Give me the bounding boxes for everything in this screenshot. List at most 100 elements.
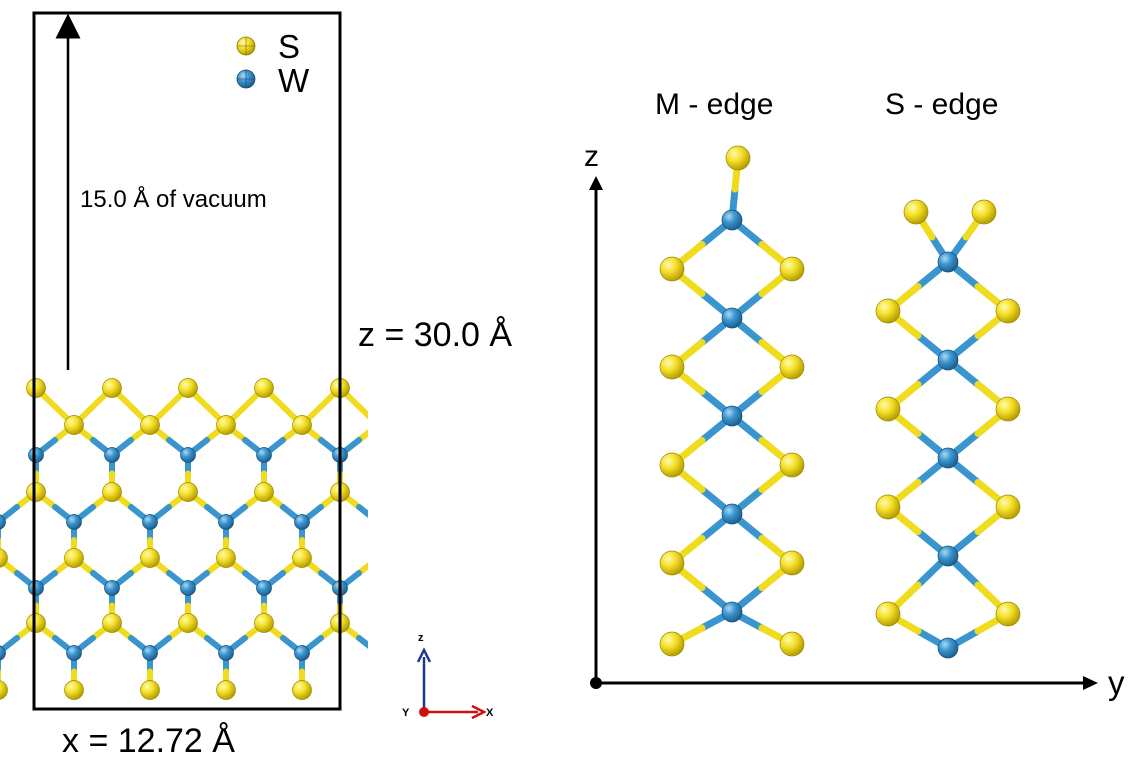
mini-axis-x-label: X bbox=[486, 707, 494, 719]
tungsten-atom bbox=[66, 645, 82, 661]
ws2-slab-structure bbox=[0, 378, 388, 700]
tungsten-atom bbox=[937, 251, 959, 273]
tungsten-atom bbox=[371, 515, 386, 530]
sulfur-atom bbox=[292, 548, 312, 568]
sulfur-atom bbox=[971, 199, 997, 225]
sulfur-atom bbox=[26, 613, 46, 633]
tungsten-atom bbox=[104, 447, 120, 463]
tungsten-atom bbox=[0, 514, 6, 530]
sulfur-atom bbox=[875, 494, 901, 520]
sulfur-atom bbox=[0, 680, 8, 700]
tungsten-atom bbox=[0, 645, 6, 661]
tungsten-atom bbox=[721, 601, 743, 623]
axis-y-label: y bbox=[1108, 664, 1125, 701]
tungsten-atom bbox=[256, 580, 272, 596]
sulfur-atom bbox=[178, 613, 198, 633]
axis-z-label: z bbox=[584, 140, 599, 173]
tungsten-atom bbox=[721, 307, 743, 329]
sulfur-atom bbox=[659, 631, 685, 657]
sulfur-atom bbox=[292, 680, 312, 700]
sulfur-atom bbox=[102, 482, 122, 502]
sulfur-atom bbox=[659, 452, 685, 478]
slab-bond bbox=[356, 504, 368, 518]
legend-symbols bbox=[236, 36, 256, 89]
tungsten-atom bbox=[104, 580, 120, 596]
sulfur-atom bbox=[254, 378, 274, 398]
sulfur-atom bbox=[659, 354, 685, 380]
slab-bond bbox=[356, 403, 368, 420]
cell-x-dimension: x = 12.72 Å bbox=[62, 722, 235, 760]
slab-bond bbox=[356, 635, 368, 649]
sulfur-atom bbox=[995, 601, 1021, 627]
sulfur-atom bbox=[779, 256, 805, 282]
mini-axis-z-label: z bbox=[418, 632, 424, 644]
tungsten-atom bbox=[371, 646, 386, 661]
sulfur-atom bbox=[140, 680, 160, 700]
edge-side-views bbox=[659, 145, 1021, 659]
tungsten-atom bbox=[294, 645, 310, 661]
sulfur-atom bbox=[178, 378, 198, 398]
tungsten-atom bbox=[142, 645, 158, 661]
mini-axes-triad bbox=[416, 647, 487, 720]
sulfur-atom bbox=[216, 548, 236, 568]
tungsten-atom bbox=[142, 514, 158, 530]
tungsten-atom bbox=[937, 349, 959, 371]
sulfur-atom bbox=[64, 548, 84, 568]
s-edge-title: S - edge bbox=[885, 88, 999, 121]
tungsten-atom bbox=[180, 447, 196, 463]
sulfur-atom bbox=[995, 298, 1021, 324]
sulfur-atom bbox=[369, 416, 388, 435]
legend-label-s: S bbox=[278, 28, 301, 65]
tungsten-atom bbox=[218, 514, 234, 530]
sulfur-atom bbox=[26, 482, 46, 502]
slab-bond bbox=[356, 429, 368, 443]
tungsten-atom bbox=[294, 514, 310, 530]
sulfur-atom bbox=[995, 396, 1021, 422]
tungsten-atom bbox=[28, 447, 44, 463]
sulfur-atom bbox=[875, 601, 901, 627]
sulfur-atom bbox=[102, 613, 122, 633]
sulfur-atom bbox=[369, 549, 388, 568]
sulfur-atom bbox=[64, 680, 84, 700]
tungsten-atom bbox=[180, 580, 196, 596]
tungsten-atom bbox=[937, 545, 959, 567]
sulfur-atom bbox=[140, 415, 160, 435]
tungsten-atom bbox=[721, 405, 743, 427]
tungsten-atom bbox=[937, 637, 959, 659]
sulfur-atom bbox=[102, 378, 122, 398]
tungsten-atom bbox=[28, 580, 44, 596]
sulfur-atom bbox=[369, 681, 388, 700]
m-edge-title: M - edge bbox=[655, 88, 774, 121]
sulfur-atom bbox=[216, 415, 236, 435]
sulfur-atom bbox=[26, 378, 46, 398]
sulfur-atom bbox=[140, 548, 160, 568]
sulfur-atom bbox=[995, 494, 1021, 520]
cell-z-dimension: z = 30.0 Å bbox=[358, 316, 513, 354]
sulfur-atom bbox=[659, 256, 685, 282]
mini-axis-y-label: Y bbox=[402, 707, 410, 719]
sulfur-atom bbox=[254, 613, 274, 633]
sulfur-atom bbox=[903, 199, 929, 225]
sulfur-atom bbox=[292, 415, 312, 435]
tungsten-atom bbox=[721, 503, 743, 525]
tungsten-atom bbox=[66, 514, 82, 530]
sulfur-atom bbox=[216, 680, 236, 700]
sulfur-atom bbox=[779, 631, 805, 657]
sulfur-atom bbox=[659, 550, 685, 576]
sulfur-atom bbox=[875, 396, 901, 422]
side-view-axes bbox=[589, 176, 1098, 690]
unit-cell-frame bbox=[32, 11, 342, 711]
sulfur-atom bbox=[178, 482, 198, 502]
vacuum-label: 15.0 Å of vacuum bbox=[80, 186, 267, 213]
sulfur-atom bbox=[875, 298, 901, 324]
sulfur-atom bbox=[64, 415, 84, 435]
sulfur-atom bbox=[254, 482, 274, 502]
tungsten-atom bbox=[218, 645, 234, 661]
tungsten-atom bbox=[256, 447, 272, 463]
sulfur-atom bbox=[779, 452, 805, 478]
sulfur-atom bbox=[725, 145, 751, 171]
sulfur-atom bbox=[779, 550, 805, 576]
sulfur-atom bbox=[0, 548, 8, 568]
sulfur-atom bbox=[779, 354, 805, 380]
axis-origin bbox=[590, 677, 602, 689]
